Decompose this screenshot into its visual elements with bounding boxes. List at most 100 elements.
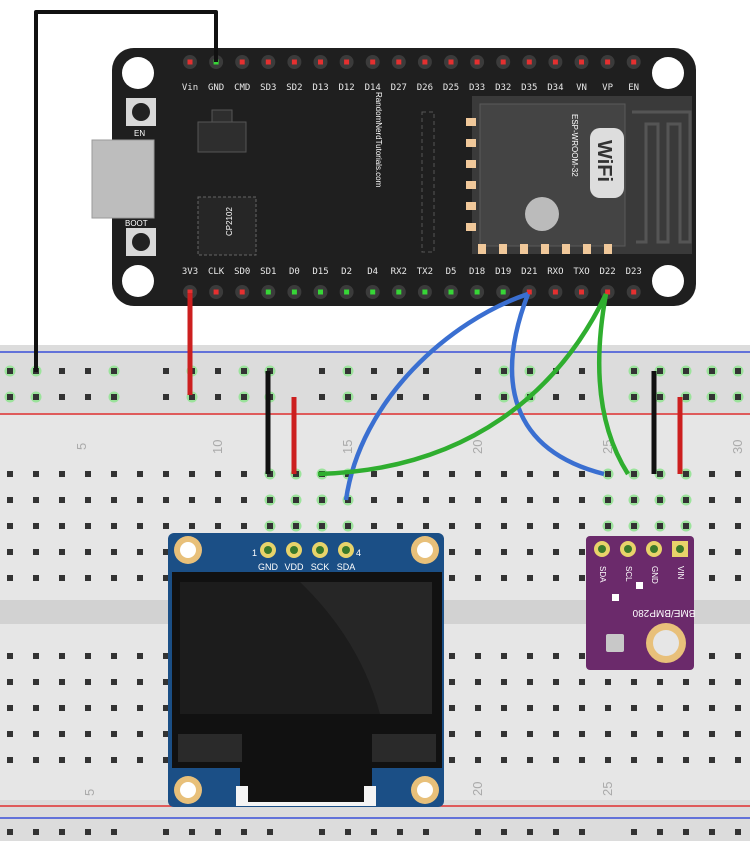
breadboard-hole: [241, 497, 247, 503]
wire-gnd-black: [34, 10, 218, 372]
breadboard-hole: [605, 497, 611, 503]
oled-label-gnd: GND: [258, 562, 279, 572]
breadboard-hole: [319, 497, 325, 503]
breadboard-hole: [709, 653, 715, 659]
breadboard-hole: [85, 549, 91, 555]
breadboard: 5 10 15 20 25 30 5 20 25: [0, 345, 750, 841]
breadboard-hole: [33, 549, 39, 555]
breadboard-hole: [7, 368, 13, 374]
breadboard-hole: [579, 731, 585, 737]
breadboard-hole: [735, 757, 741, 763]
oled-label-sck: SCK: [311, 562, 330, 572]
breadboard-hole: [735, 368, 741, 374]
breadboard-hole: [163, 368, 169, 374]
breadboard-hole: [683, 731, 689, 737]
esp32-top-pin-pad: [552, 59, 558, 65]
breadboard-hole: [475, 829, 481, 835]
esp32-top-pin-label: CMD: [234, 83, 250, 93]
breadboard-hole: [189, 523, 195, 529]
breadboard-hole: [527, 705, 533, 711]
breadboard-hole: [215, 829, 221, 835]
esp32-bottom-pin-label: D2: [341, 267, 352, 277]
esp32-top-pin-label: D34: [547, 83, 563, 93]
breadboard-hole: [111, 549, 117, 555]
breadboard-hole: [683, 523, 689, 529]
breadboard-hole: [293, 497, 299, 503]
breadboard-hole: [137, 679, 143, 685]
breadboard-hole: [163, 497, 169, 503]
breadboard-hole: [449, 679, 455, 685]
breadboard-hole: [631, 523, 637, 529]
esp32-top-pin-label: Vin: [182, 83, 198, 93]
breadboard-hole: [111, 523, 117, 529]
breadboard-hole: [657, 679, 663, 685]
esp32-top-pin-label: D35: [521, 83, 537, 93]
breadboard-hole: [7, 705, 13, 711]
module-pad: [499, 244, 507, 254]
esp32-bottom-pin-pad: [239, 289, 245, 295]
breadboard-hole: [33, 829, 39, 835]
esp32-bottom-pin-pad: [213, 289, 219, 295]
breadboard-hole: [7, 653, 13, 659]
breadboard-hole: [319, 829, 325, 835]
breadboard-hole: [605, 705, 611, 711]
breadboard-hole: [475, 679, 481, 685]
wifi-logo-text: WiFi: [593, 140, 615, 182]
breadboard-hole: [553, 471, 559, 477]
oled-label-vdd: VDD: [284, 562, 304, 572]
breadboard-hole: [501, 757, 507, 763]
breadboard-hole: [189, 497, 195, 503]
bme-header-pin-core: [624, 545, 632, 553]
breadboard-hole: [501, 549, 507, 555]
breadboard-hole: [501, 471, 507, 477]
oled-flex-left: [178, 734, 242, 762]
breadboard-hole: [137, 653, 143, 659]
breadboard-hole: [735, 731, 741, 737]
breadboard-hole: [735, 575, 741, 581]
module-pad: [604, 244, 612, 254]
breadboard-hole: [163, 549, 169, 555]
breadboard-hole: [163, 653, 169, 659]
oled-flex-right: [372, 734, 436, 762]
regulator-chip: [197, 121, 247, 153]
esp32-bottom-pin-label: TX2: [417, 267, 433, 277]
esp32-bottom-pin-pad: [187, 289, 193, 295]
breadboard-hole: [605, 523, 611, 529]
oled-display: 1 4 GND VDD SCK SDA: [168, 533, 444, 807]
breadboard-hole: [163, 679, 169, 685]
bme-header-pin-core: [650, 545, 658, 553]
esp32-bottom-pin-label: D23: [626, 267, 642, 277]
wifi-logo-box: [590, 128, 624, 198]
cp2102-chip: [197, 196, 257, 256]
breadboard-hole: [59, 653, 65, 659]
esp32-top-pin-pad: [396, 59, 402, 65]
breadboard-hole: [475, 575, 481, 581]
breadboard-hole: [631, 757, 637, 763]
breadboard-hole: [59, 368, 65, 374]
oled-header-pin-core: [264, 546, 272, 554]
breadboard-hole: [423, 497, 429, 503]
breadboard-hole: [33, 757, 39, 763]
esp32-bottom-pin-pad: [631, 289, 637, 295]
esp32-bottom-pin-label: SD1: [260, 267, 276, 277]
breadboard-hole: [475, 471, 481, 477]
breadboard-hole: [631, 829, 637, 835]
esp32-top-pin-pad: [187, 59, 193, 65]
breadboard-hole: [683, 497, 689, 503]
breadboard-hole: [657, 523, 663, 529]
breadboard-hole: [579, 368, 585, 374]
breadboard-hole: [241, 368, 247, 374]
en-label: EN: [134, 129, 145, 138]
esp32-bottom-pin-label: D21: [521, 267, 537, 277]
oled-glare: [300, 582, 432, 714]
breadboard-hole: [449, 523, 455, 529]
breadboard-hole: [345, 523, 351, 529]
esp32-top-pin-pad: [605, 59, 611, 65]
wire-sda-blue-oled: [343, 291, 529, 501]
breadboard-hole: [709, 705, 715, 711]
breadboard-hole: [501, 679, 507, 685]
breadboard-hole: [475, 705, 481, 711]
esp32-bottom-pin-label: TXO: [573, 267, 589, 277]
bme-hole-inner: [653, 630, 679, 656]
